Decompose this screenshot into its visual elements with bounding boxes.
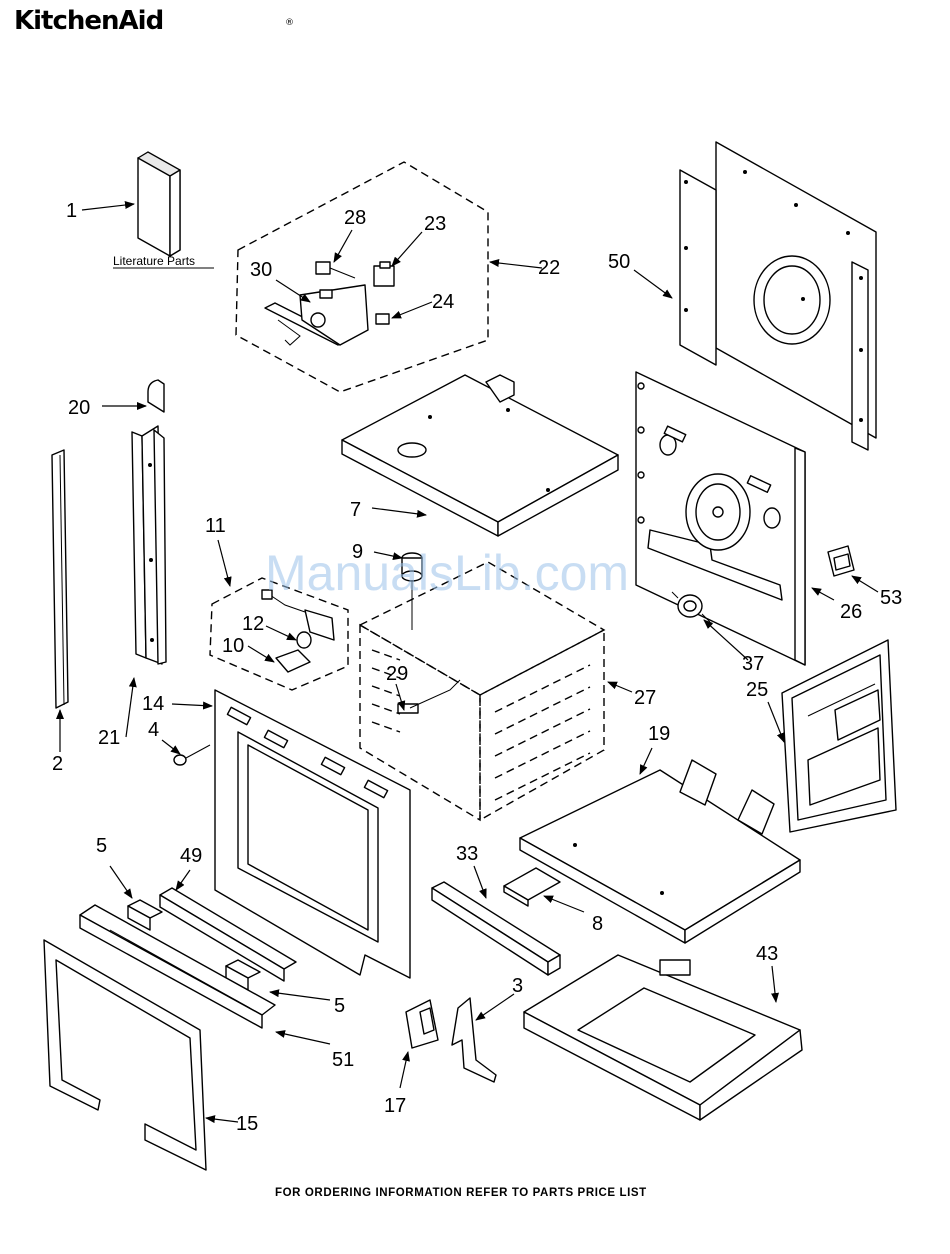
part-24-connector: [376, 314, 389, 324]
callout-43: 43: [756, 943, 778, 965]
callout-1: 1: [66, 200, 77, 222]
callout-9: 9: [352, 541, 363, 563]
part-7-top-panel: [342, 375, 618, 536]
callout-4: 4: [148, 719, 159, 741]
callout-8: 8: [592, 913, 603, 935]
callout-27: 27: [634, 687, 656, 709]
callout-30: 30: [250, 259, 272, 281]
brand-logo: KitchenAid: [14, 6, 163, 36]
literature-parts-label: Literature Parts: [113, 254, 195, 268]
part-1-literature: [138, 152, 180, 256]
part-33-rail: [432, 882, 560, 975]
callout-37: 37: [742, 653, 764, 675]
callout-33: 33: [456, 843, 478, 865]
part-25-side-panel: [782, 640, 896, 832]
part-8-bracket: [504, 868, 560, 906]
part-21-side-channel: [132, 426, 166, 664]
part-2-trim-strip: [52, 450, 68, 708]
callout-28: 28: [344, 207, 366, 229]
callout-19: 19: [648, 723, 670, 745]
part-53-clip: [828, 546, 854, 576]
callout-5-top: 5: [96, 835, 107, 857]
part-43-lower-tray: [524, 955, 802, 1120]
callout-3: 3: [512, 975, 523, 997]
callout-49: 49: [180, 845, 202, 867]
callout-12: 12: [242, 613, 264, 635]
part-19-bottom-panel: [520, 760, 800, 943]
callout-22: 22: [538, 257, 560, 279]
footer-note: FOR ORDERING INFORMATION REFER TO PARTS …: [275, 1187, 647, 1199]
callout-11: 11: [205, 515, 226, 537]
callout-51: 51: [332, 1049, 354, 1071]
callout-10: 10: [222, 635, 244, 657]
callout-24: 24: [432, 291, 454, 313]
callout-2: 2: [52, 753, 63, 775]
callout-7: 7: [350, 499, 361, 521]
part-50-rear-panel: [680, 142, 876, 450]
callout-53: 53: [880, 587, 902, 609]
part-4-screw: [174, 745, 210, 765]
group-22-outline: [236, 162, 488, 392]
callout-17: 17: [384, 1095, 406, 1117]
part-23-relay: [374, 262, 394, 286]
part-26-back-plate: [636, 372, 805, 665]
part-28-switch: [316, 262, 355, 278]
callout-26: 26: [840, 601, 862, 623]
part-30-harness-bracket: [265, 285, 368, 345]
part-20-cap: [148, 380, 164, 412]
registered-mark: ®: [285, 18, 294, 28]
callout-50: 50: [608, 251, 630, 273]
watermark: ManualsLib.com: [265, 545, 629, 601]
callout-25: 25: [746, 679, 768, 701]
callout-23: 23: [424, 213, 446, 235]
part-10-lens: [276, 650, 310, 672]
callout-21: 21: [98, 727, 120, 749]
callout-29: 29: [386, 663, 408, 685]
part-17-bracket: [406, 1000, 438, 1048]
callout-15: 15: [236, 1113, 258, 1135]
callout-14: 14: [142, 693, 164, 715]
callout-20: 20: [68, 397, 90, 419]
callout-5-bottom: 5: [334, 995, 345, 1017]
